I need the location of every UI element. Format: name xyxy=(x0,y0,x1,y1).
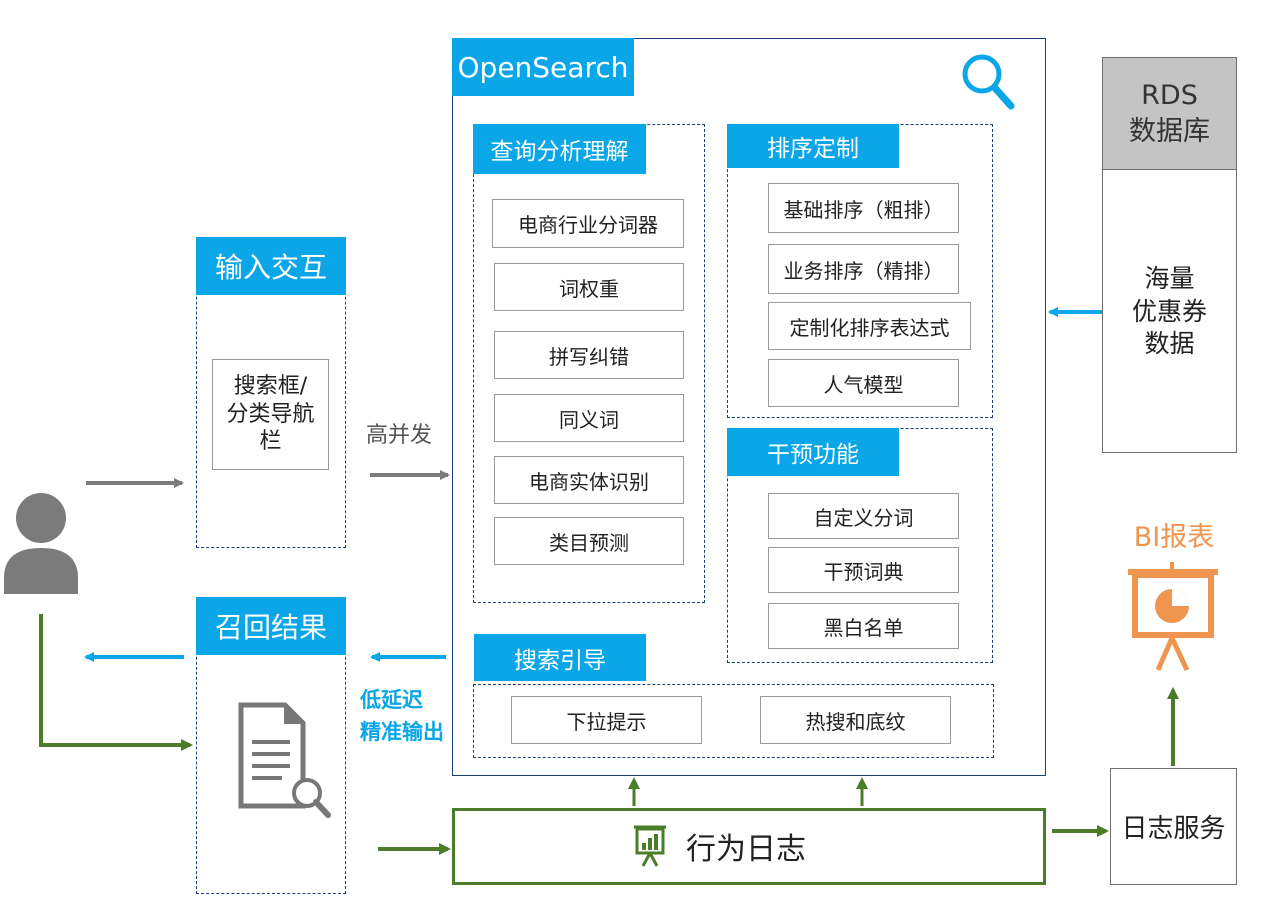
query-item-entity: 电商实体识别 xyxy=(494,456,684,504)
intervene-item-blackwhite-list: 黑白名单 xyxy=(768,603,959,649)
input-interaction-title: 输入交互 xyxy=(196,237,346,295)
behavior-log-panel xyxy=(452,808,1046,885)
ranking-item-coarse: 基础排序（粗排） xyxy=(768,183,959,233)
query-item-spell-check: 拼写纠错 xyxy=(494,331,684,379)
intervene-item-custom-segment: 自定义分词 xyxy=(768,493,959,539)
search-box-node: 搜索框/ 分类导航 栏 xyxy=(212,359,329,470)
query-item-synonym: 同义词 xyxy=(494,394,684,442)
rds-coupon-data: 海量 优惠券 数据 xyxy=(1131,264,1207,359)
result-title: 召回结果 xyxy=(196,597,346,655)
precise-output-label: 精准输出 xyxy=(360,720,444,744)
opensearch-frame xyxy=(452,38,1046,776)
arrow-user-to-result xyxy=(39,614,193,751)
search-guide-panel xyxy=(473,684,994,758)
intervene-title: 干预功能 xyxy=(727,428,899,476)
bi-report-title: BI报表 xyxy=(1133,521,1215,553)
ranking-title: 排序定制 xyxy=(727,124,899,168)
guide-item-dropdown: 下拉提示 xyxy=(511,696,702,744)
query-item-category: 类目预测 xyxy=(494,517,684,565)
opensearch-title: OpenSearch xyxy=(452,38,634,96)
rds-title: RDS 数据库 xyxy=(1102,57,1237,170)
ranking-item-popularity: 人气模型 xyxy=(768,359,959,407)
log-service-node: 日志服务 xyxy=(1110,768,1237,885)
ranking-item-expression: 定制化排序表达式 xyxy=(768,302,971,350)
search-guide-title: 搜索引导 xyxy=(474,634,646,681)
guide-item-hot-search: 热搜和底纹 xyxy=(760,696,951,744)
behavior-log-label: 行为日志 xyxy=(686,832,806,867)
query-item-segmenter: 电商行业分词器 xyxy=(492,199,684,248)
intervene-item-dictionary: 干预词典 xyxy=(768,547,959,593)
ranking-item-fine: 业务排序（精排） xyxy=(768,244,959,294)
query-analysis-title: 查询分析理解 xyxy=(473,124,646,174)
query-item-term-weight: 词权重 xyxy=(494,263,684,311)
low-latency-label: 低延迟 xyxy=(360,688,423,712)
high-concurrency-label: 高并发 xyxy=(365,423,432,448)
